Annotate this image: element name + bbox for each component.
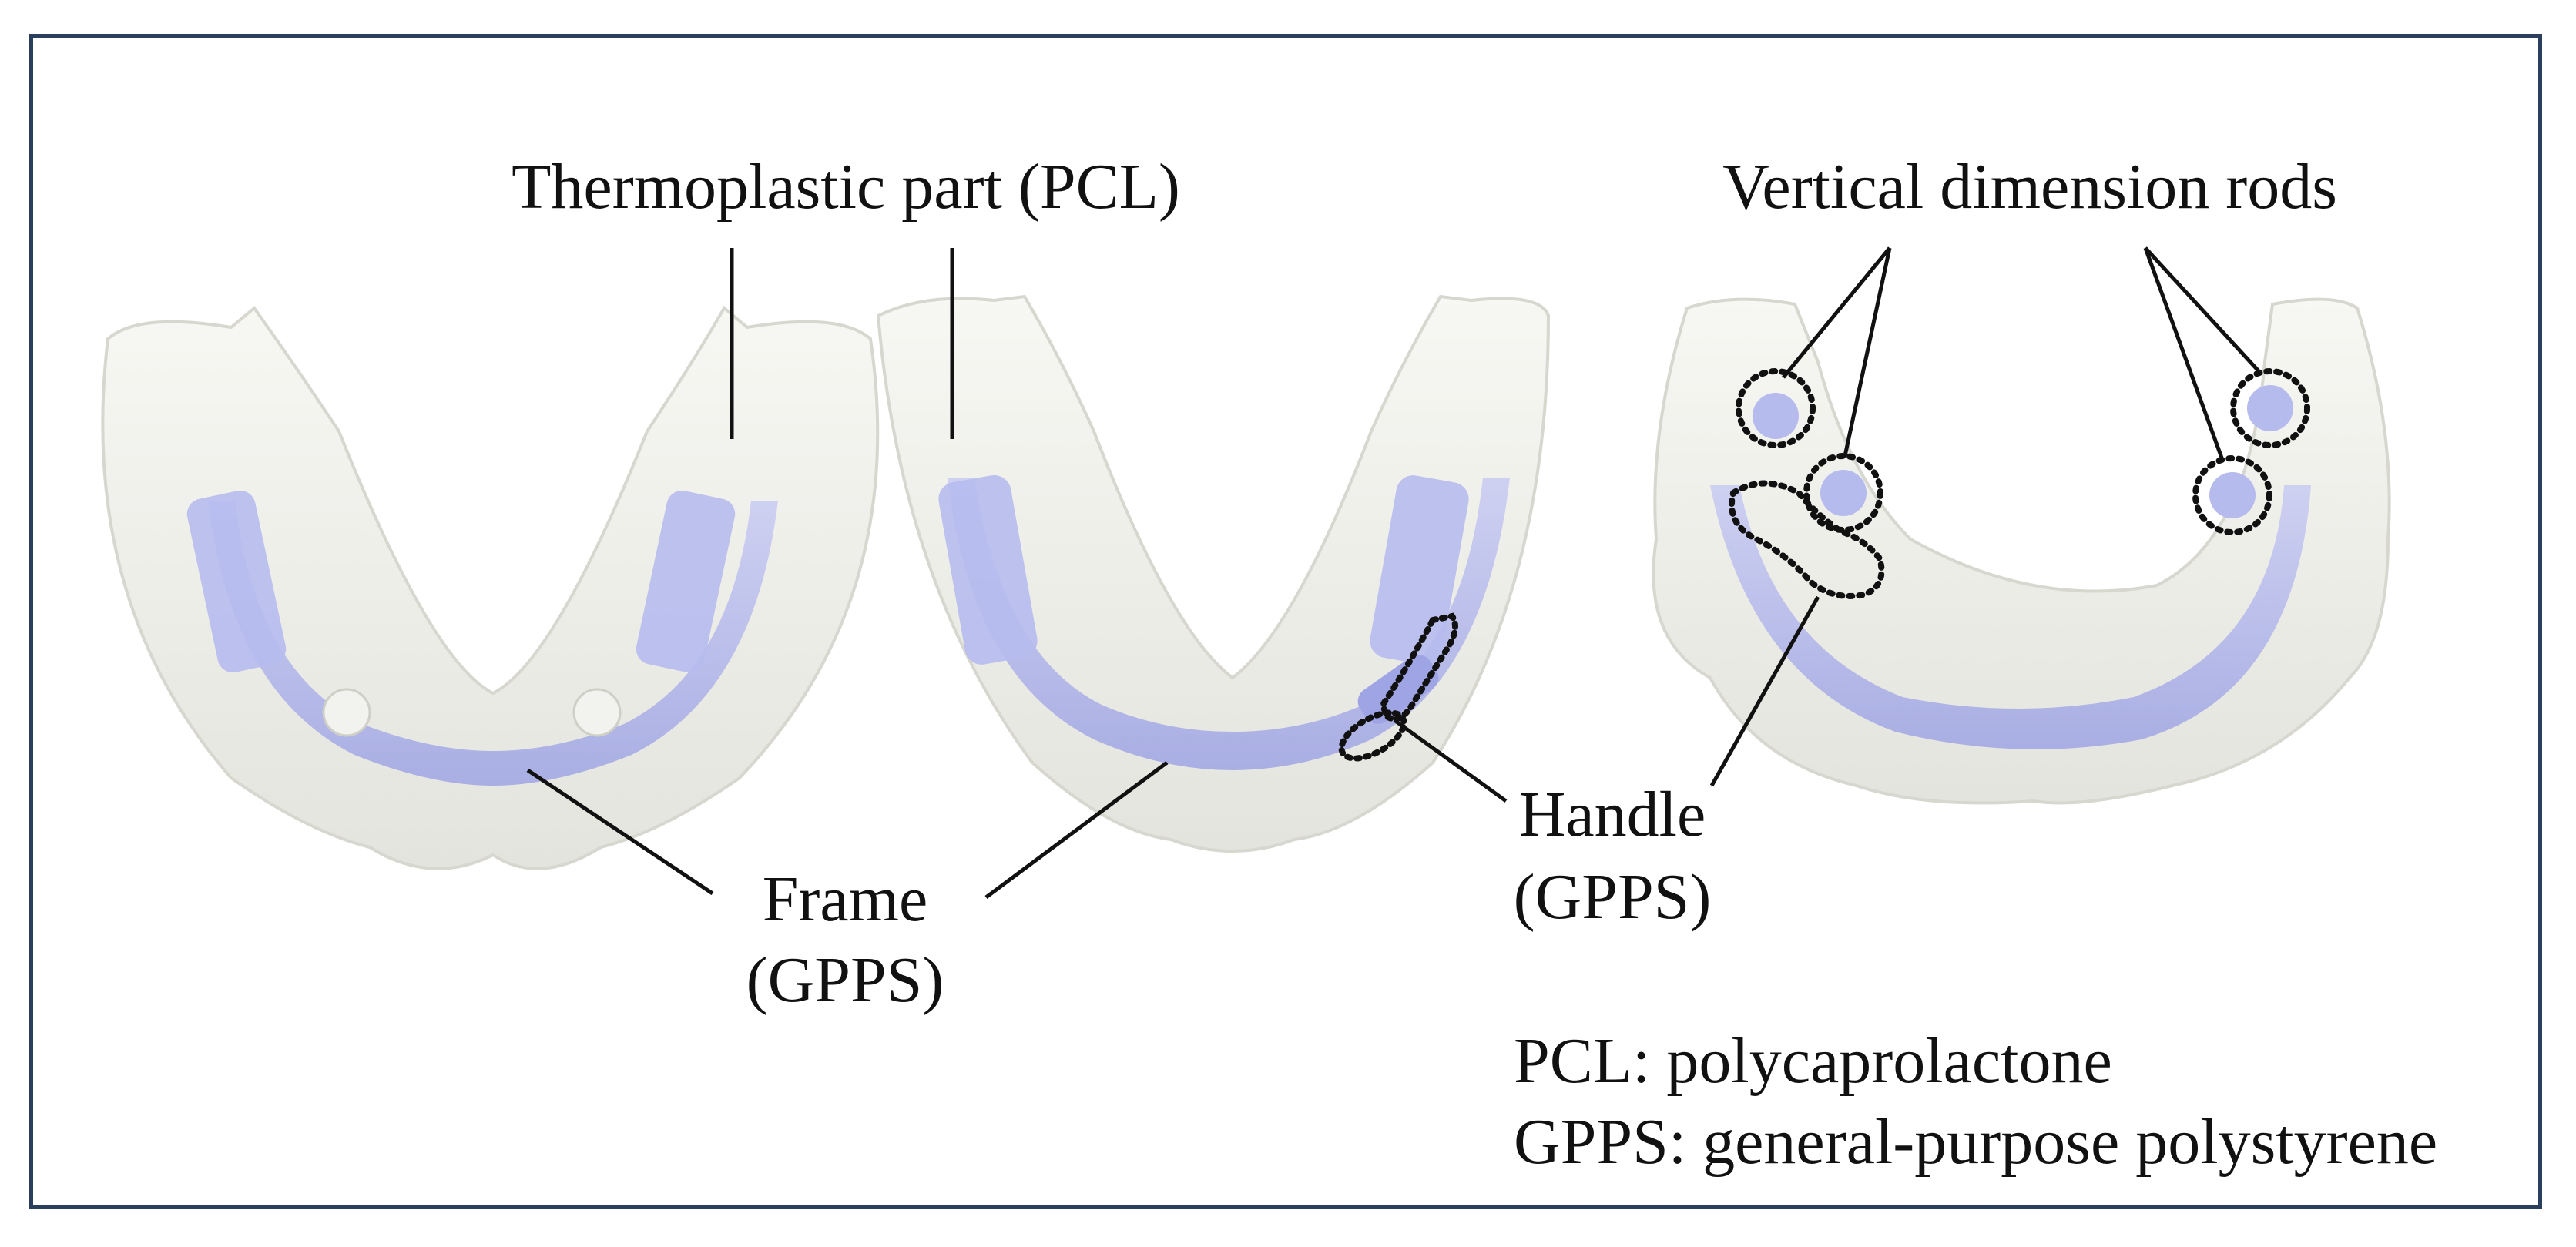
rod-right-a	[1753, 393, 1799, 439]
figure-border	[29, 34, 2542, 1209]
rod-dotted-circle-d	[2192, 455, 2272, 535]
label-thermoplastic: Thermoplastic part (PCL)	[512, 151, 1180, 223]
leader-handle-right	[1709, 595, 1820, 787]
legend-gpps: GPPS: general-purpose polystyrene	[1514, 1106, 2437, 1178]
ball-left-a	[322, 688, 371, 737]
rod-dotted-circle-a	[1736, 368, 1816, 448]
rod-dotted-circle-c	[2230, 368, 2310, 448]
frame-right	[1710, 485, 2311, 749]
rod-holder-left-a	[186, 490, 287, 673]
handle-middle	[1357, 655, 1439, 724]
legend-pcl: PCL: polycaprolactone	[1514, 1025, 2112, 1097]
handle-dotted-outline-b	[1338, 709, 1407, 762]
leader-frame-left	[526, 768, 714, 896]
ball-left-b	[572, 688, 622, 737]
label-frame-line2: (GPPS)	[746, 944, 944, 1016]
leader-rods-b	[1843, 247, 1892, 457]
rod-right-c	[2247, 385, 2293, 431]
label-frame-line1: Frame	[763, 863, 928, 935]
leader-lines	[526, 246, 2262, 900]
leader-rods-c	[2144, 246, 2262, 375]
leader-rods-a	[1782, 246, 1891, 379]
label-vertical-rods: Vertical dimension rods	[1722, 151, 2337, 223]
rod-right-b	[1820, 470, 1867, 516]
leader-handle-middle	[1393, 718, 1508, 803]
leader-frame-middle	[984, 760, 1169, 900]
label-handle-line2: (GPPS)	[1514, 861, 1712, 933]
rod-holder-left-b	[636, 490, 736, 673]
splint-middle-image	[876, 294, 1551, 853]
handle-dotted-outline-right	[1729, 480, 1885, 599]
thermoplastic-shell-left	[101, 305, 880, 870]
handle-dotted-outline-a	[1379, 612, 1458, 722]
rod-holder-middle-a	[938, 474, 1038, 665]
splint-left-image	[101, 305, 880, 870]
rod-right-d	[2209, 472, 2256, 518]
leader-rods-d	[2143, 247, 2225, 461]
splint-right-image	[1652, 297, 2391, 805]
label-handle-line1: Handle	[1519, 779, 1706, 850]
